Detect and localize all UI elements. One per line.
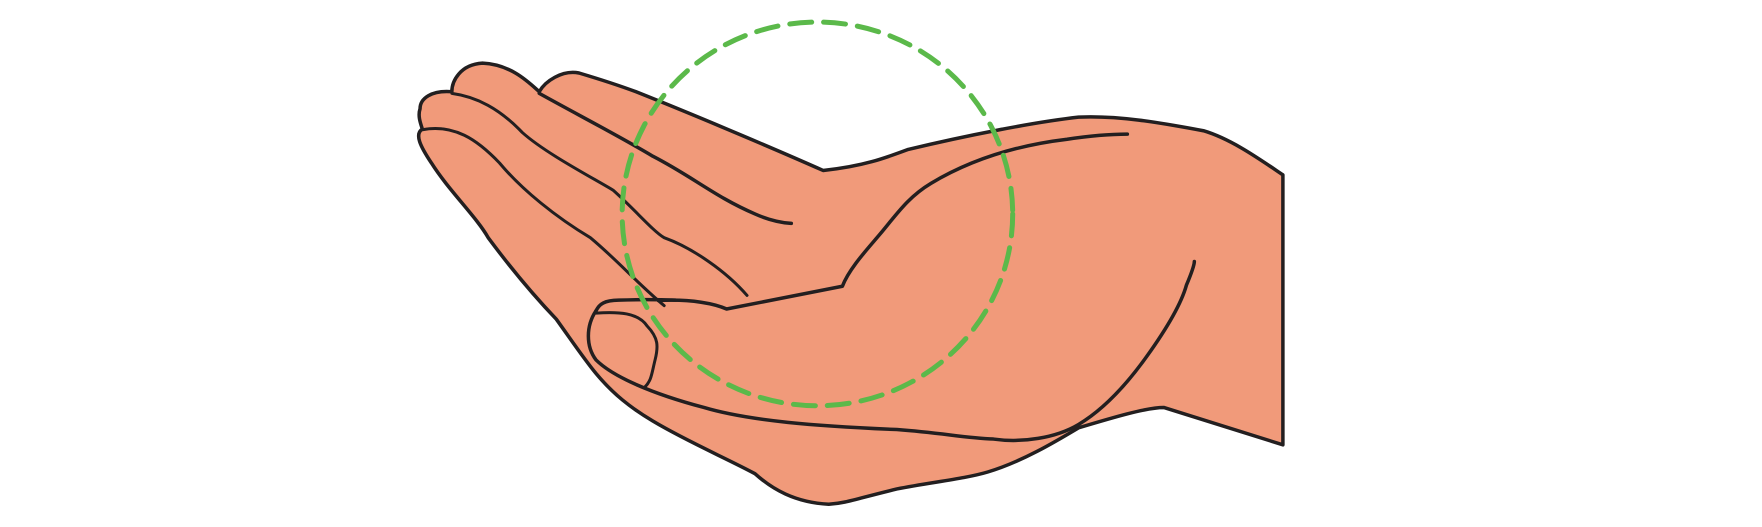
hand-outline bbox=[419, 63, 1283, 504]
ring-finger-line bbox=[422, 128, 664, 305]
middle-finger-line bbox=[452, 93, 747, 295]
finger-lines bbox=[422, 93, 1194, 440]
thumb-outer bbox=[588, 261, 1194, 440]
thumb-top bbox=[596, 300, 675, 311]
index-finger-line bbox=[539, 93, 791, 223]
palm-crease bbox=[658, 134, 1127, 309]
thumb-inner bbox=[596, 313, 657, 388]
dashed-circle bbox=[622, 22, 1013, 406]
